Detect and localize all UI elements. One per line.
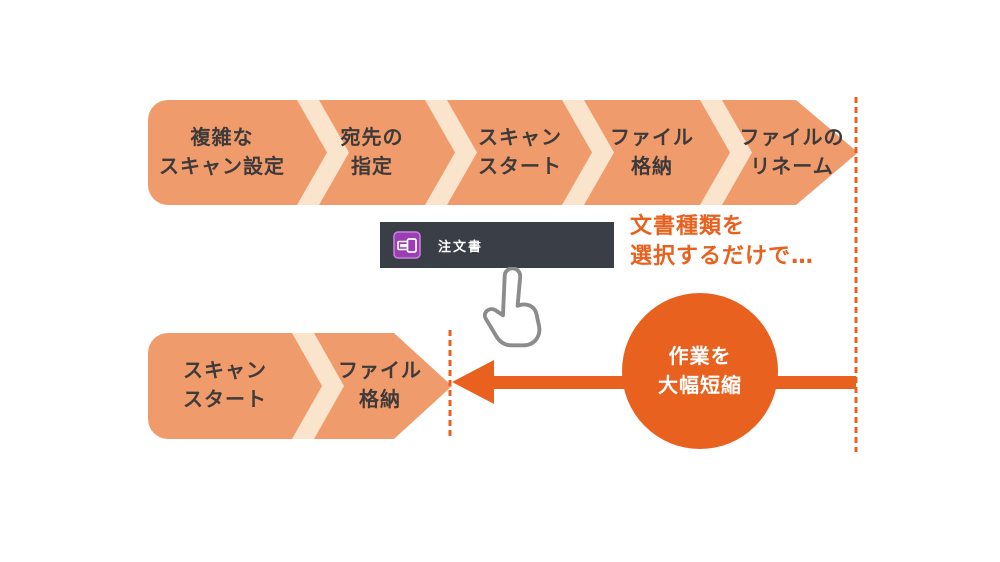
before-step-file-store: ファイル 格納: [562, 123, 742, 181]
shorten-arrow-head: [452, 360, 494, 404]
step-label-line: 宛先の: [340, 125, 404, 149]
chevron-separator: [562, 100, 614, 205]
step-label-line: スキャン: [183, 358, 267, 382]
before-step-file-rename: ファイルの リネーム: [702, 123, 882, 181]
chevron-separator: [292, 333, 344, 439]
scan-to-document-icon: [393, 231, 421, 259]
step-label-line: スタート: [478, 154, 562, 178]
step-label-line: スタート: [183, 387, 267, 411]
step-label-line: スキャン: [478, 125, 562, 149]
document-type-selector-button[interactable]: 注文書: [380, 222, 614, 268]
callout-line: 文書種類を: [630, 214, 746, 239]
after-step-scan-start: スキャン スタート: [135, 356, 315, 414]
tap-hand-icon: [483, 267, 542, 348]
before-flow-chevron-band: [148, 100, 858, 205]
before-step-destination: 宛先の 指定: [282, 123, 462, 181]
before-step-scan-start: スキャン スタート: [430, 123, 610, 181]
callout-line: 選択するだけで…: [630, 244, 815, 269]
step-label-line: 指定: [351, 154, 393, 178]
step-label-line: スキャン設定: [159, 154, 285, 178]
step-label-line: 複雑な: [190, 125, 254, 149]
benefit-badge-circle: [622, 293, 778, 449]
step-label-line: ファイル: [338, 358, 422, 382]
badge-line: 作業を: [668, 344, 732, 368]
callout-text: 文書種類を 選択するだけで…: [630, 212, 814, 272]
after-step-file-store: ファイル 格納: [290, 356, 470, 414]
before-step-complex-scan-settings: 複雑な スキャン設定: [132, 123, 312, 181]
step-label-line: ファイル: [610, 125, 694, 149]
after-flow-shape: [148, 333, 452, 439]
benefit-badge-text: 作業を 大幅短縮: [620, 342, 780, 400]
step-label-line: ファイルの: [739, 125, 845, 149]
step-label-line: リネーム: [750, 154, 834, 178]
chevron-separator: [297, 100, 349, 205]
chevron-separator: [700, 100, 752, 205]
badge-line: 大幅短縮: [658, 373, 742, 397]
step-label-line: 格納: [631, 154, 673, 178]
chevron-separator: [425, 100, 477, 205]
document-type-label: 注文書: [438, 239, 484, 255]
step-label-line: 格納: [359, 387, 401, 411]
after-flow-chevron-band: [148, 333, 452, 439]
